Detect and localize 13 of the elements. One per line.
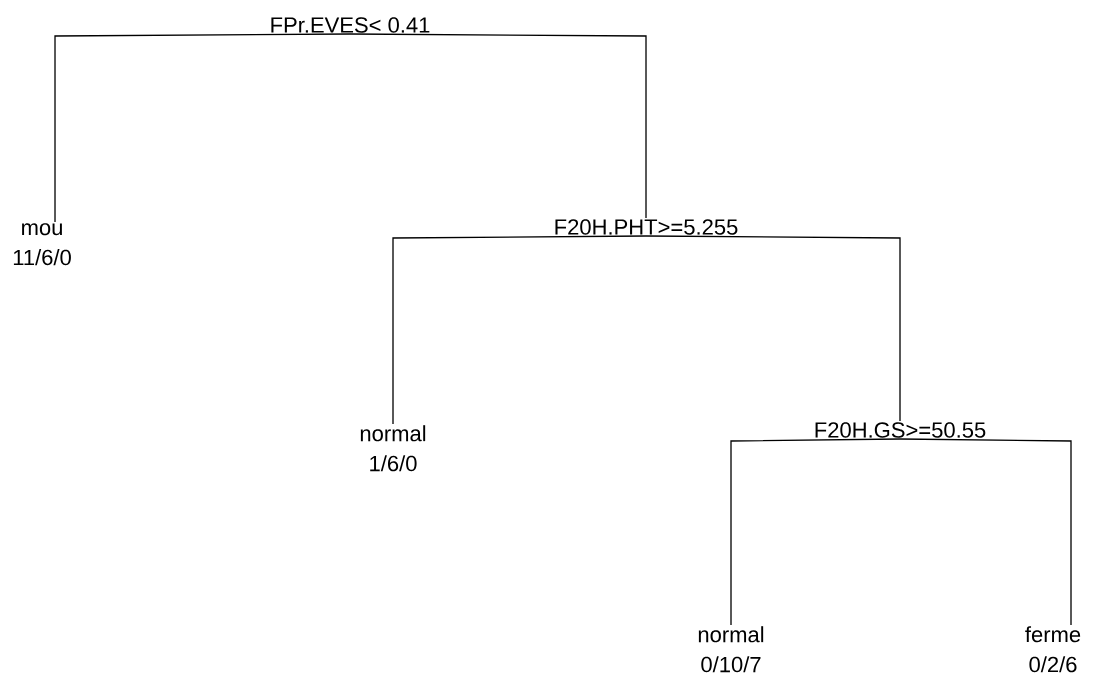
tree-branch (899, 438, 1072, 626)
split-label: FPr.EVES< 0.41 (271, 17, 430, 33)
tree-branch (645, 235, 901, 422)
tree-branch (730, 438, 901, 626)
tree-branch (349, 33, 647, 219)
tree-branch (54, 33, 351, 223)
split-label: F20H.GS>=50.55 (815, 422, 986, 438)
split-label: F20H.PHT>=5.255 (555, 219, 738, 235)
leaf-label: normal 1/6/0 (360, 425, 426, 472)
leaf-label: mou 11/6/0 (13, 223, 71, 266)
tree-branch (392, 235, 647, 425)
leaf-label: ferme 0/2/6 (1025, 626, 1081, 673)
leaf-label: normal 0/10/7 (698, 626, 764, 673)
